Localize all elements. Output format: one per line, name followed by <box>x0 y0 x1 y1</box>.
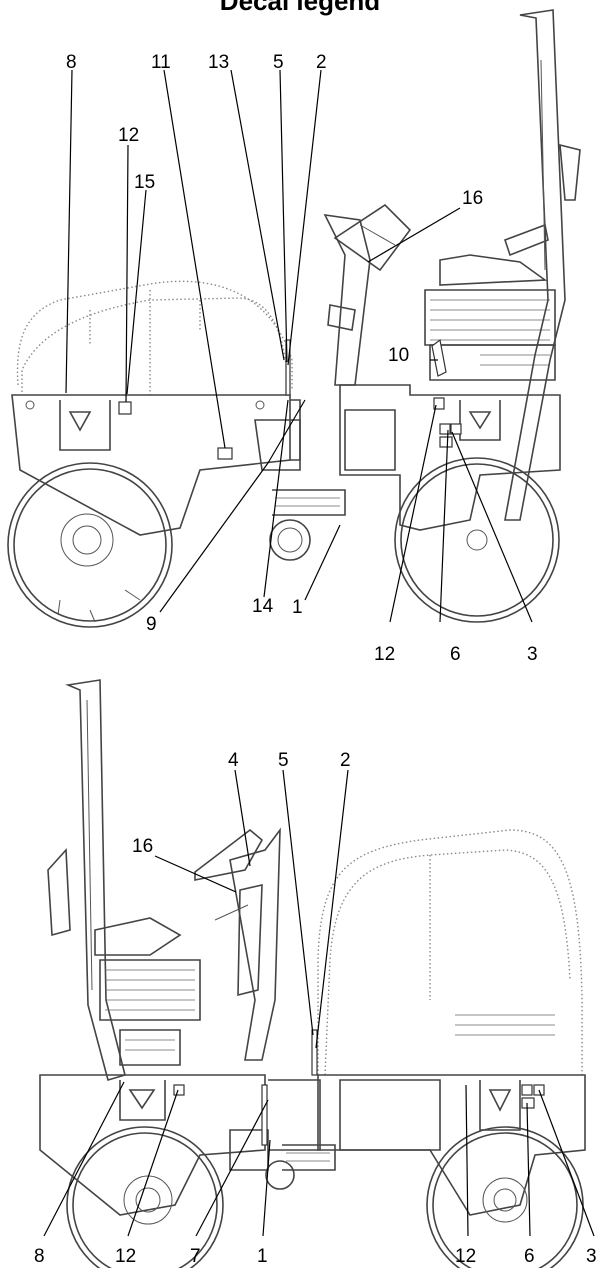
bottom-leader-lines <box>43 769 595 1237</box>
callout-6: 6 <box>450 644 461 665</box>
callout-3: 3 <box>586 1246 597 1267</box>
callout-11: 11 <box>151 52 171 73</box>
callout-16: 16 <box>132 836 153 857</box>
callout-12: 12 <box>115 1246 136 1267</box>
callout-15: 15 <box>134 172 155 193</box>
bottom-callout-labels: 4 5 2 16 8 12 7 1 12 6 3 <box>34 750 597 1267</box>
callout-12: 12 <box>455 1246 476 1267</box>
callout-2: 2 <box>316 52 327 73</box>
bottom-roller-view <box>39 679 586 1268</box>
callout-8: 8 <box>34 1246 45 1267</box>
top-roller-view <box>7 9 581 628</box>
callout-3: 3 <box>527 644 538 665</box>
callout-6: 6 <box>524 1246 535 1267</box>
callout-1: 1 <box>292 597 303 618</box>
callout-12: 12 <box>118 125 139 146</box>
callout-4: 4 <box>228 750 239 771</box>
callout-9: 9 <box>146 614 157 635</box>
callout-12: 12 <box>374 644 395 665</box>
callout-1: 1 <box>257 1246 268 1267</box>
top-leader-lines <box>65 69 533 623</box>
page-title: Decal legend <box>219 0 381 16</box>
callout-8: 8 <box>66 52 77 73</box>
callout-5: 5 <box>273 52 284 73</box>
callout-2: 2 <box>340 750 351 771</box>
callout-13: 13 <box>208 52 229 73</box>
callout-7: 7 <box>190 1246 201 1267</box>
callout-5: 5 <box>278 750 289 771</box>
callout-10: 10 <box>388 345 409 366</box>
callout-14: 14 <box>252 596 274 617</box>
callout-16: 16 <box>462 188 483 209</box>
top-callout-labels: 8 11 13 5 2 12 15 16 10 9 14 1 12 6 3 <box>66 52 538 665</box>
